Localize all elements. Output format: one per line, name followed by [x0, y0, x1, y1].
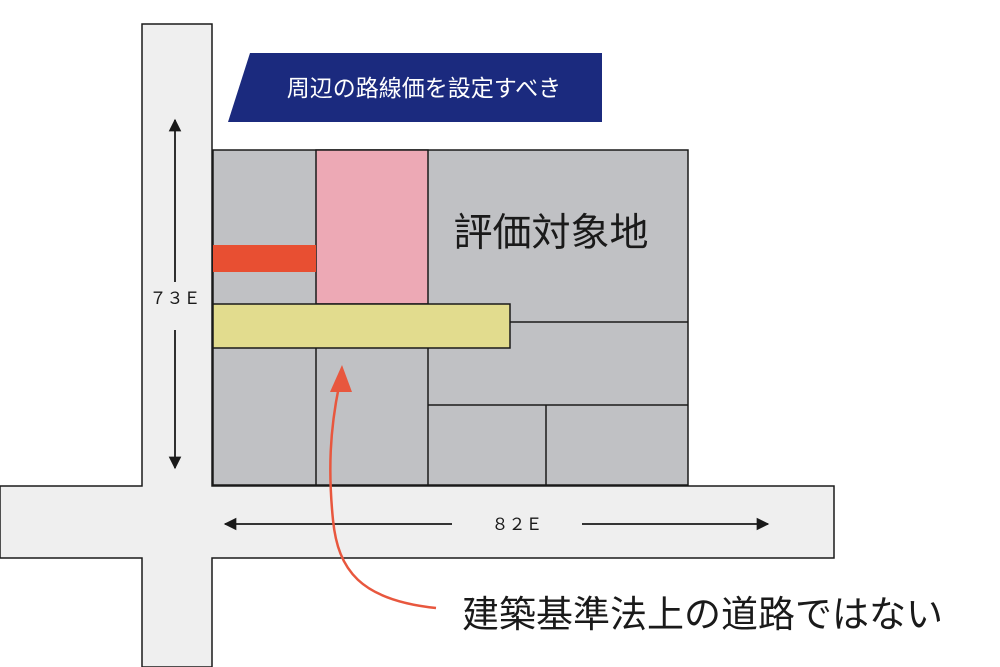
road-horizontal-label: ８２Ｅ [492, 515, 543, 535]
banner-shape [228, 53, 602, 122]
banner-text: 周辺の路線価を設定すべき [287, 76, 561, 102]
annotation-arrow [329, 385, 437, 610]
yellow-strip [212, 303, 511, 349]
annotation-text: 建築基準法上の道路ではない [462, 593, 943, 636]
annotation-arrowhead [330, 365, 352, 392]
road-vertical-label: ７３Ｅ [150, 289, 201, 309]
pink-lot [315, 149, 429, 305]
red-strip [213, 245, 316, 272]
lot-divider-lines [315, 304, 688, 485]
road-network [0, 23, 835, 667]
target-label: 評価対象地 [453, 211, 648, 256]
